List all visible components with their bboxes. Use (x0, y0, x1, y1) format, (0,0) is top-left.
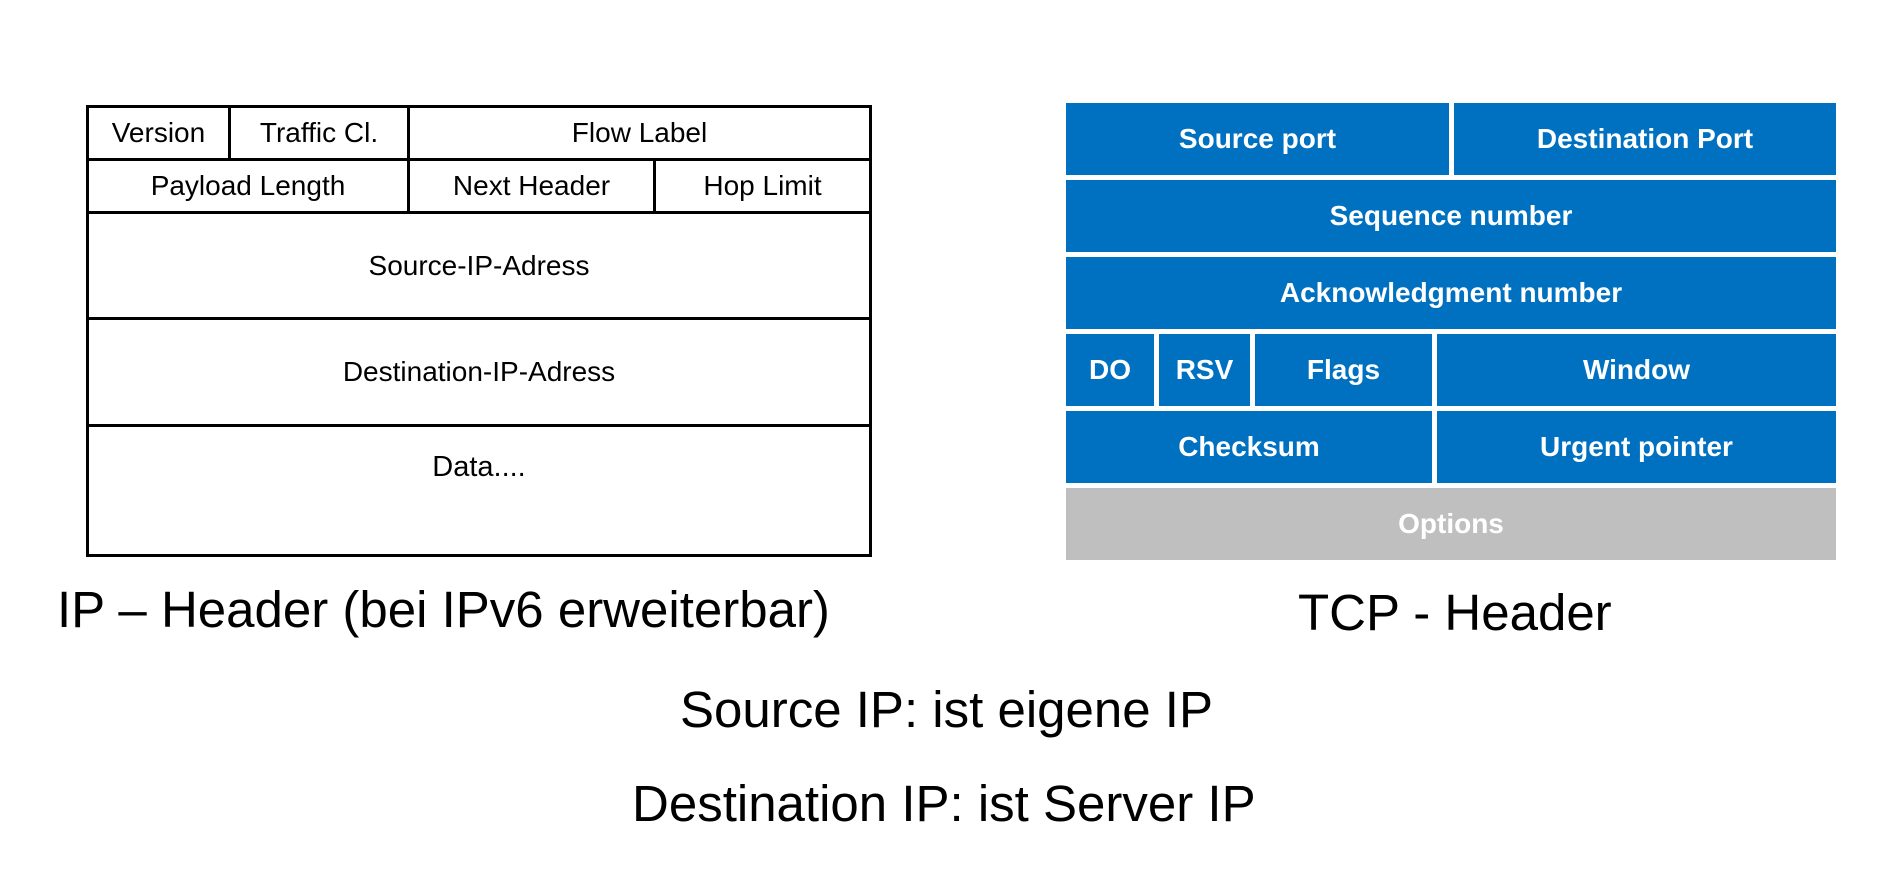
tcp-field-flags-label: Flags (1306, 354, 1381, 385)
ip-field-payload-length-label: Payload Length (150, 170, 346, 201)
ip-field-data-label: Data.... (432, 451, 526, 483)
ip-field-next-header: Next Header (407, 161, 653, 211)
ip-row-source: Source-IP-Adress (89, 214, 869, 320)
ip-field-traffic-class-label: Traffic Cl. (259, 117, 379, 148)
source-ip-note: Source IP: ist eigene IP (680, 681, 1213, 738)
ip-header-diagram: Version Traffic Cl. Flow Label Payload L… (86, 105, 872, 557)
tcp-field-options: Options (1066, 488, 1836, 560)
tcp-field-reserved-label: RSV (1175, 354, 1234, 385)
tcp-field-source-port: Source port (1066, 103, 1449, 175)
tcp-field-source-port-label: Source port (1178, 123, 1337, 154)
ip-field-traffic-class: Traffic Cl. (228, 108, 407, 158)
tcp-field-destination-port: Destination Port (1454, 103, 1836, 175)
tcp-field-window: Window (1437, 334, 1836, 406)
ip-field-data: Data.... (89, 451, 869, 484)
tcp-field-reserved: RSV (1159, 334, 1250, 406)
tcp-field-options-label: Options (1398, 508, 1504, 539)
tcp-field-sequence-number: Sequence number (1066, 180, 1836, 252)
tcp-field-ack-number-label: Acknowledgment number (1279, 277, 1623, 308)
ip-field-destination-address: Destination-IP-Adress (89, 320, 869, 424)
tcp-field-checksum: Checksum (1066, 411, 1432, 483)
tcp-field-urgent-pointer: Urgent pointer (1437, 411, 1836, 483)
tcp-field-checksum-label: Checksum (1178, 431, 1320, 462)
tcp-field-destination-port-label: Destination Port (1536, 123, 1754, 154)
tcp-field-urgent-pointer-label: Urgent pointer (1540, 431, 1733, 462)
ip-row-2: Payload Length Next Header Hop Limit (89, 161, 869, 214)
ip-header-caption: IP – Header (bei IPv6 erweiterbar) (57, 581, 830, 638)
ip-row-1: Version Traffic Cl. Flow Label (89, 108, 869, 161)
ip-field-version: Version (89, 108, 228, 158)
ip-row-data: Data.... (89, 427, 869, 554)
tcp-field-data-offset: DO (1066, 334, 1154, 406)
ip-field-source-address: Source-IP-Adress (89, 214, 869, 317)
ip-field-flow-label: Flow Label (407, 108, 869, 158)
tcp-field-sequence-number-label: Sequence number (1329, 200, 1573, 231)
ip-field-payload-length: Payload Length (89, 161, 407, 211)
tcp-field-window-label: Window (1582, 354, 1691, 385)
ip-field-hop-limit: Hop Limit (653, 161, 869, 211)
tcp-header-diagram: Source port Destination Port Sequence nu… (1066, 103, 1836, 560)
ip-field-next-header-label: Next Header (452, 170, 611, 201)
tcp-field-ack-number: Acknowledgment number (1066, 257, 1836, 329)
ip-field-source-address-label: Source-IP-Adress (368, 249, 590, 281)
ip-row-destination: Destination-IP-Adress (89, 320, 869, 427)
ip-field-version-label: Version (111, 117, 206, 148)
tcp-field-flags: Flags (1255, 334, 1432, 406)
ip-field-hop-limit-label: Hop Limit (703, 170, 822, 201)
destination-ip-note: Destination IP: ist Server IP (632, 775, 1256, 832)
ip-field-destination-address-label: Destination-IP-Adress (342, 356, 616, 387)
tcp-field-data-offset-label: DO (1089, 354, 1131, 385)
tcp-header-caption: TCP - Header (1298, 584, 1612, 641)
ip-field-flow-label-label: Flow Label (571, 117, 708, 148)
